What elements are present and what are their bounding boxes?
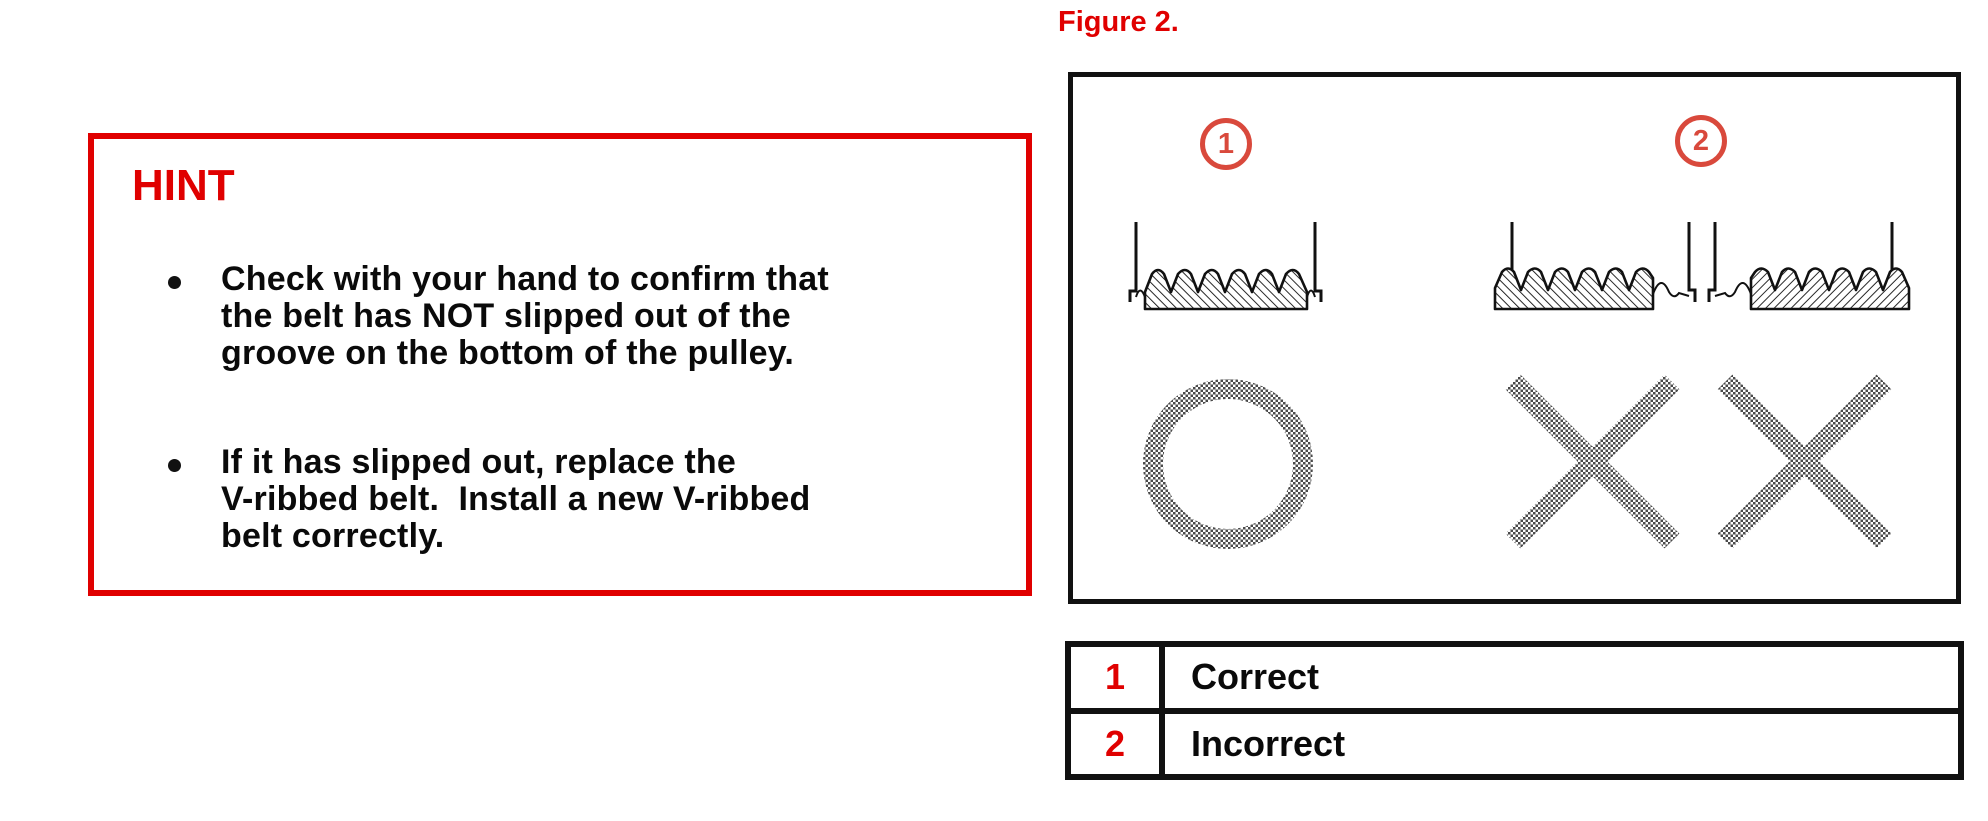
- bullet-line: Check with your hand to confirm that: [221, 260, 829, 298]
- belt-incorrect-left-diagram: [1493, 220, 1697, 311]
- bullet-dot-icon: [168, 459, 181, 472]
- legend-key: 2: [1071, 713, 1165, 774]
- belt-diagram-art: [1128, 220, 1911, 549]
- hint-title: HINT: [132, 161, 235, 210]
- legend-value: Correct: [1191, 656, 1320, 698]
- legend-key: 1: [1071, 647, 1165, 708]
- bullet-line: groove on the bottom of the pulley.: [221, 334, 795, 372]
- hint-bullet-1: Check with your hand to confirm that the…: [164, 261, 1051, 372]
- hint-bullet-2: If it has slipped out, replace the V-rib…: [164, 444, 1051, 555]
- x-cross-symbol: [1717, 374, 1892, 549]
- hint-bullet-1-text: Check with your hand to confirm that the…: [221, 261, 1051, 372]
- hint-bullet-2-text: If it has slipped out, replace the V-rib…: [221, 444, 1051, 555]
- belt-correct-diagram: [1128, 222, 1323, 311]
- bullet-line: the belt has NOT slipped out of the: [221, 297, 791, 335]
- bullet-line: If it has slipped out, replace the: [221, 443, 737, 481]
- figure-box: 1 2: [1068, 72, 1961, 604]
- legend-value: Incorrect: [1191, 722, 1346, 764]
- belt-incorrect-right-diagram: [1707, 220, 1911, 311]
- callout-1-badge: 1: [1200, 118, 1252, 170]
- circle-outline-symbol: [1143, 379, 1313, 549]
- callout-2-badge: 2: [1675, 115, 1727, 167]
- bullet-dot-icon: [168, 276, 181, 289]
- x-cross-symbol: [1505, 374, 1680, 549]
- legend-table: 1 Correct 2 Incorrect: [1065, 641, 1964, 780]
- table-row: 1 Correct: [1071, 647, 1958, 708]
- figure-label: Figure 2.: [1058, 6, 1179, 38]
- bullet-line: V-ribbed belt. Install a new V-ribbed: [221, 480, 811, 518]
- hint-box: HINT Check with your hand to confirm tha…: [88, 133, 1032, 596]
- table-row: 2 Incorrect: [1071, 707, 1958, 774]
- bullet-line: belt correctly.: [221, 517, 445, 555]
